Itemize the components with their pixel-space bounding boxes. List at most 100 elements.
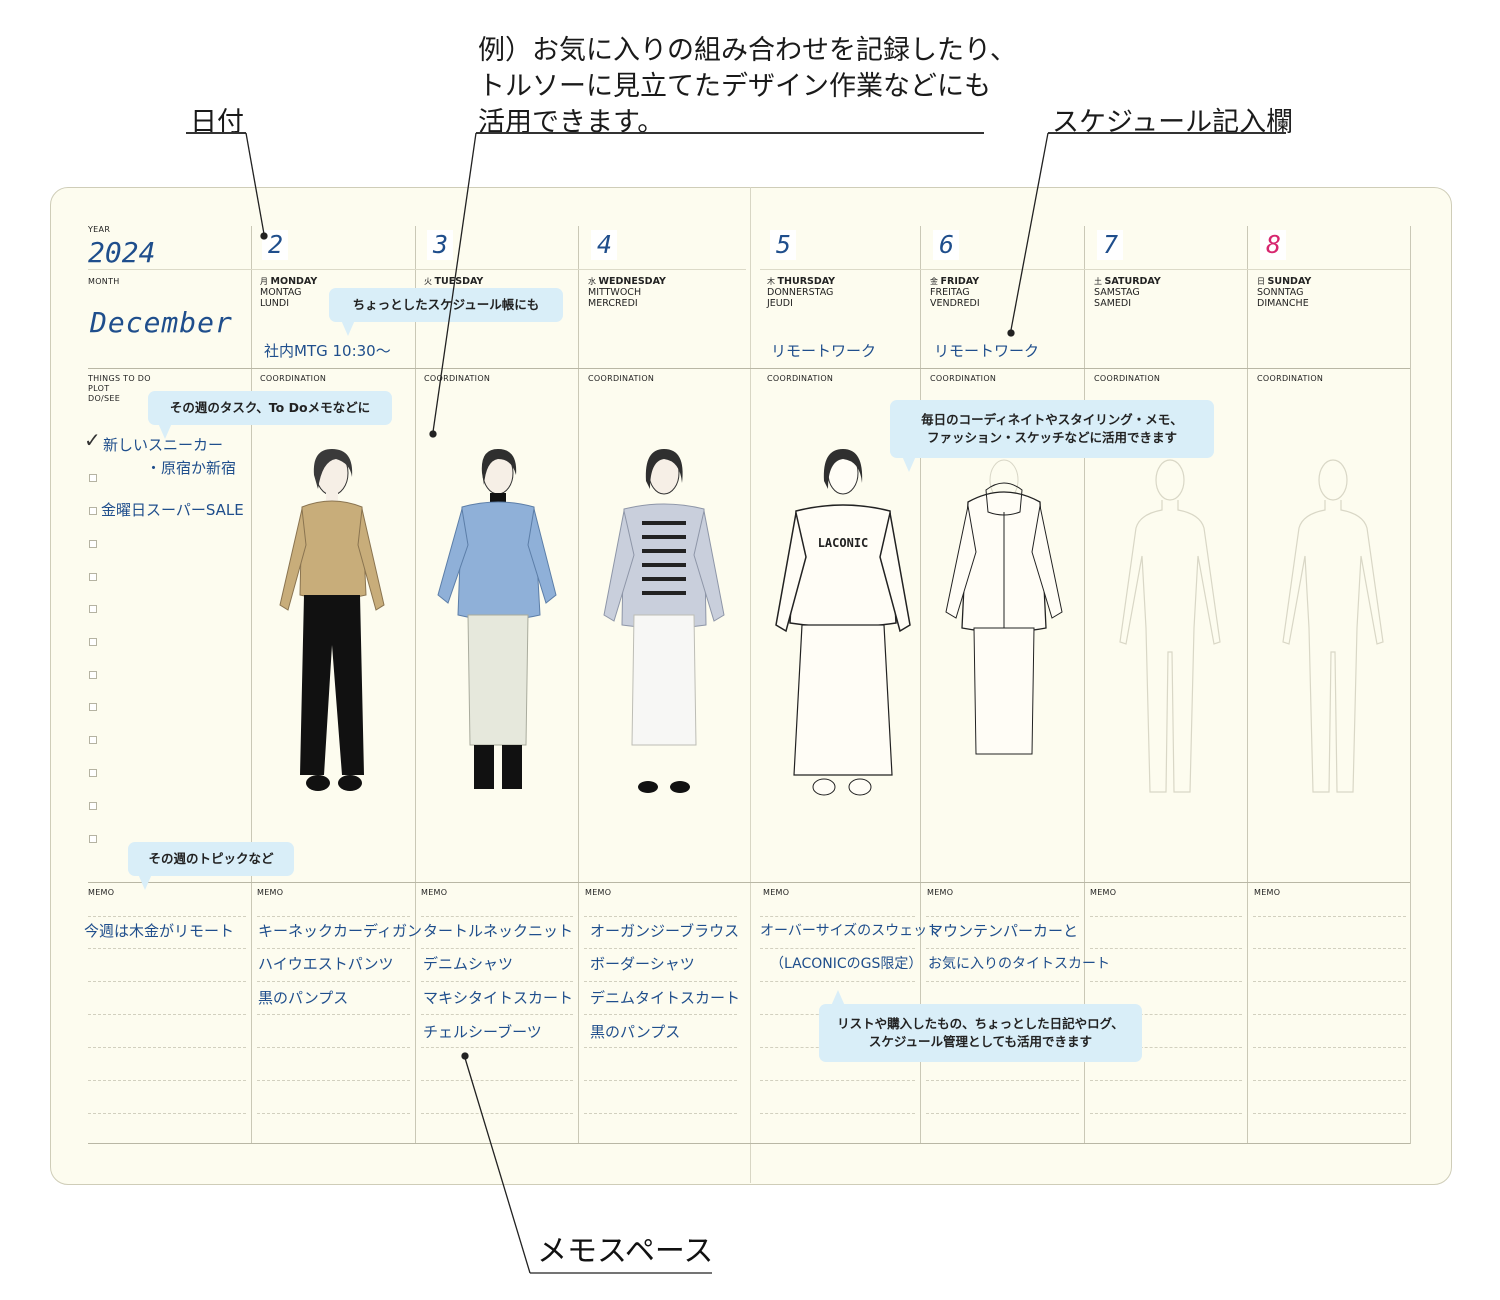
- memo-entry: タートルネックニット: [423, 922, 574, 940]
- schedule-entry: リモートワーク: [934, 342, 1040, 360]
- memo-rule: [760, 916, 915, 917]
- memo-rule: [584, 1014, 737, 1015]
- date-box: 8: [1260, 230, 1286, 260]
- todo-checkbox[interactable]: [89, 769, 97, 777]
- memo-bottom-rule: [88, 1143, 1410, 1144]
- column-divider: [920, 226, 921, 1144]
- todo-checkbox[interactable]: [89, 736, 97, 744]
- column-divider: [1247, 226, 1248, 1144]
- memo-rule: [88, 1080, 246, 1081]
- memo-rule: [584, 1080, 737, 1081]
- figure-monday-outfit: [279, 449, 385, 791]
- figure-thursday-outfit: LACONIC: [775, 449, 911, 796]
- memo-rule: [584, 916, 737, 917]
- date-number: 5: [776, 230, 792, 259]
- memo-rule: [421, 1047, 573, 1048]
- column-divider: [415, 226, 416, 1144]
- column-divider: [578, 226, 579, 1144]
- coordination-label: COORDINATION: [930, 374, 997, 383]
- figure-tuesday-outfit: [437, 449, 557, 789]
- todo-checkbox[interactable]: [89, 540, 97, 548]
- memo-rule: [88, 948, 246, 949]
- memo-entry: オーガンジーブラウス: [590, 922, 740, 940]
- date-box: 6: [933, 230, 959, 260]
- memo-rule: [1090, 916, 1242, 917]
- date-number: 3: [433, 230, 449, 259]
- check-mark-icon: ✓: [84, 428, 101, 452]
- memo-rule: [257, 1047, 410, 1048]
- sweatshirt-print: LACONIC: [818, 536, 869, 550]
- memo-rule: [88, 1014, 246, 1015]
- memo-label: MEMO: [927, 888, 954, 897]
- header-rule-right: [760, 269, 1410, 270]
- todo-checkbox[interactable]: [89, 605, 97, 613]
- todo-checkbox[interactable]: [89, 703, 97, 711]
- todo-item-1-sub: ・原宿か新宿: [146, 459, 237, 477]
- bubble-schedule-tip: ちょっとしたスケジュール帳にも: [329, 288, 563, 336]
- schedule-bottom-rule: [88, 368, 1410, 369]
- memo-top-rule: [88, 882, 1410, 883]
- todo-checkbox[interactable]: [89, 507, 97, 515]
- figure-saturday-blank-torso: [1119, 459, 1221, 793]
- memo-rule: [421, 1113, 573, 1114]
- memo-rule: [926, 981, 1079, 982]
- memo-entry: 黒のパンプス: [590, 1023, 681, 1041]
- callout-example-line1: 例）お気に入りの組み合わせを記録したり、: [478, 35, 1017, 66]
- memo-rule: [1253, 1047, 1406, 1048]
- memo-rule: [1090, 1014, 1242, 1015]
- memo-rule: [760, 1113, 915, 1114]
- date-number: 8: [1266, 230, 1282, 259]
- memo-rule: [1090, 981, 1242, 982]
- column-divider: [1084, 226, 1085, 1144]
- todo-checkbox[interactable]: [89, 835, 97, 843]
- coordination-label: COORDINATION: [260, 374, 327, 383]
- planner-page: [50, 187, 1452, 1185]
- memo-entry: マキシタイトスカート: [423, 989, 574, 1007]
- callout-memo-space: メモスペース: [537, 1234, 714, 1269]
- coordination-label: COORDINATION: [424, 374, 491, 383]
- date-box: 7: [1097, 230, 1123, 260]
- coordination-label: COORDINATION: [1094, 374, 1161, 383]
- memo-rule: [1090, 948, 1242, 949]
- date-box: 3: [427, 230, 453, 260]
- memo-rule: [257, 1080, 410, 1081]
- memo-entry: お気に入りのタイトスカート: [928, 956, 1110, 972]
- todo-checkbox[interactable]: [89, 573, 97, 581]
- memo-entry: オーバーサイズのスウェット: [760, 923, 942, 939]
- todo-item-1: 新しいスニーカー: [103, 436, 224, 454]
- memo-rule: [1090, 1080, 1242, 1081]
- todo-checkbox[interactable]: [89, 474, 97, 482]
- memo-rule: [760, 981, 915, 982]
- memo-label: MEMO: [1254, 888, 1281, 897]
- memo-rule: [926, 1113, 1079, 1114]
- memo-entry: デニムタイトスカート: [590, 989, 741, 1007]
- memo-label: MEMO: [88, 888, 115, 897]
- todo-checkbox[interactable]: [89, 671, 97, 679]
- schedule-entry: 社内MTG 10:30〜: [264, 342, 391, 360]
- todo-checkbox[interactable]: [89, 638, 97, 646]
- date-number: 7: [1103, 230, 1119, 259]
- things-to-do-label: THINGS TO DO PLOT DO/SEE: [88, 374, 151, 403]
- memo-rule: [760, 948, 915, 949]
- memo-rule: [421, 948, 573, 949]
- memo-rule: [1253, 1080, 1406, 1081]
- memo-label: MEMO: [1090, 888, 1117, 897]
- memo-rule: [1090, 1113, 1242, 1114]
- bubble-coordination-tip: 毎日のコーディネイトやスタイリング・メモ、 ファッション・スケッチなどに活用でき…: [890, 400, 1214, 472]
- bubble-topic-tip: その週のトピックなど: [128, 842, 294, 890]
- memo-label: MEMO: [257, 888, 284, 897]
- memo-entry: ボーダーシャツ: [590, 955, 695, 973]
- todo-checkbox[interactable]: [89, 802, 97, 810]
- memo-rule: [257, 1113, 410, 1114]
- callout-schedule-underline: [1048, 132, 1286, 134]
- memo-rule: [257, 948, 410, 949]
- column-divider: [1410, 226, 1411, 1144]
- date-box: 4: [591, 230, 617, 260]
- memo-rule: [584, 948, 737, 949]
- date-box: 5: [770, 230, 796, 260]
- memo-entry: デニムシャツ: [423, 955, 514, 973]
- figure-friday-outfit: [945, 459, 1063, 755]
- coordination-label: COORDINATION: [767, 374, 834, 383]
